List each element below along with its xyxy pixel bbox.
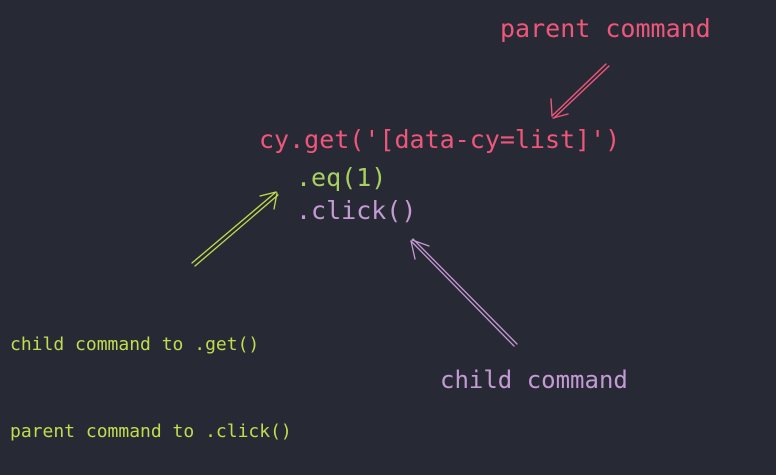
child-of-get-line1: child command to .get() [10,334,260,355]
child-command-arrow [410,238,518,347]
child-of-get-line2: parent command to .click() [10,421,292,442]
parent-command-arrow [550,63,610,119]
code-line-eq: .eq(1) [296,163,387,192]
arrows-layer [191,63,610,347]
child-of-get-arrow [191,191,279,267]
child-command-label: child command [440,366,628,394]
parent-command-label: parent command [500,14,711,43]
code-line-click: .click() [296,196,417,225]
code-line-get: cy.get('[data-cy=list]') [259,125,621,154]
